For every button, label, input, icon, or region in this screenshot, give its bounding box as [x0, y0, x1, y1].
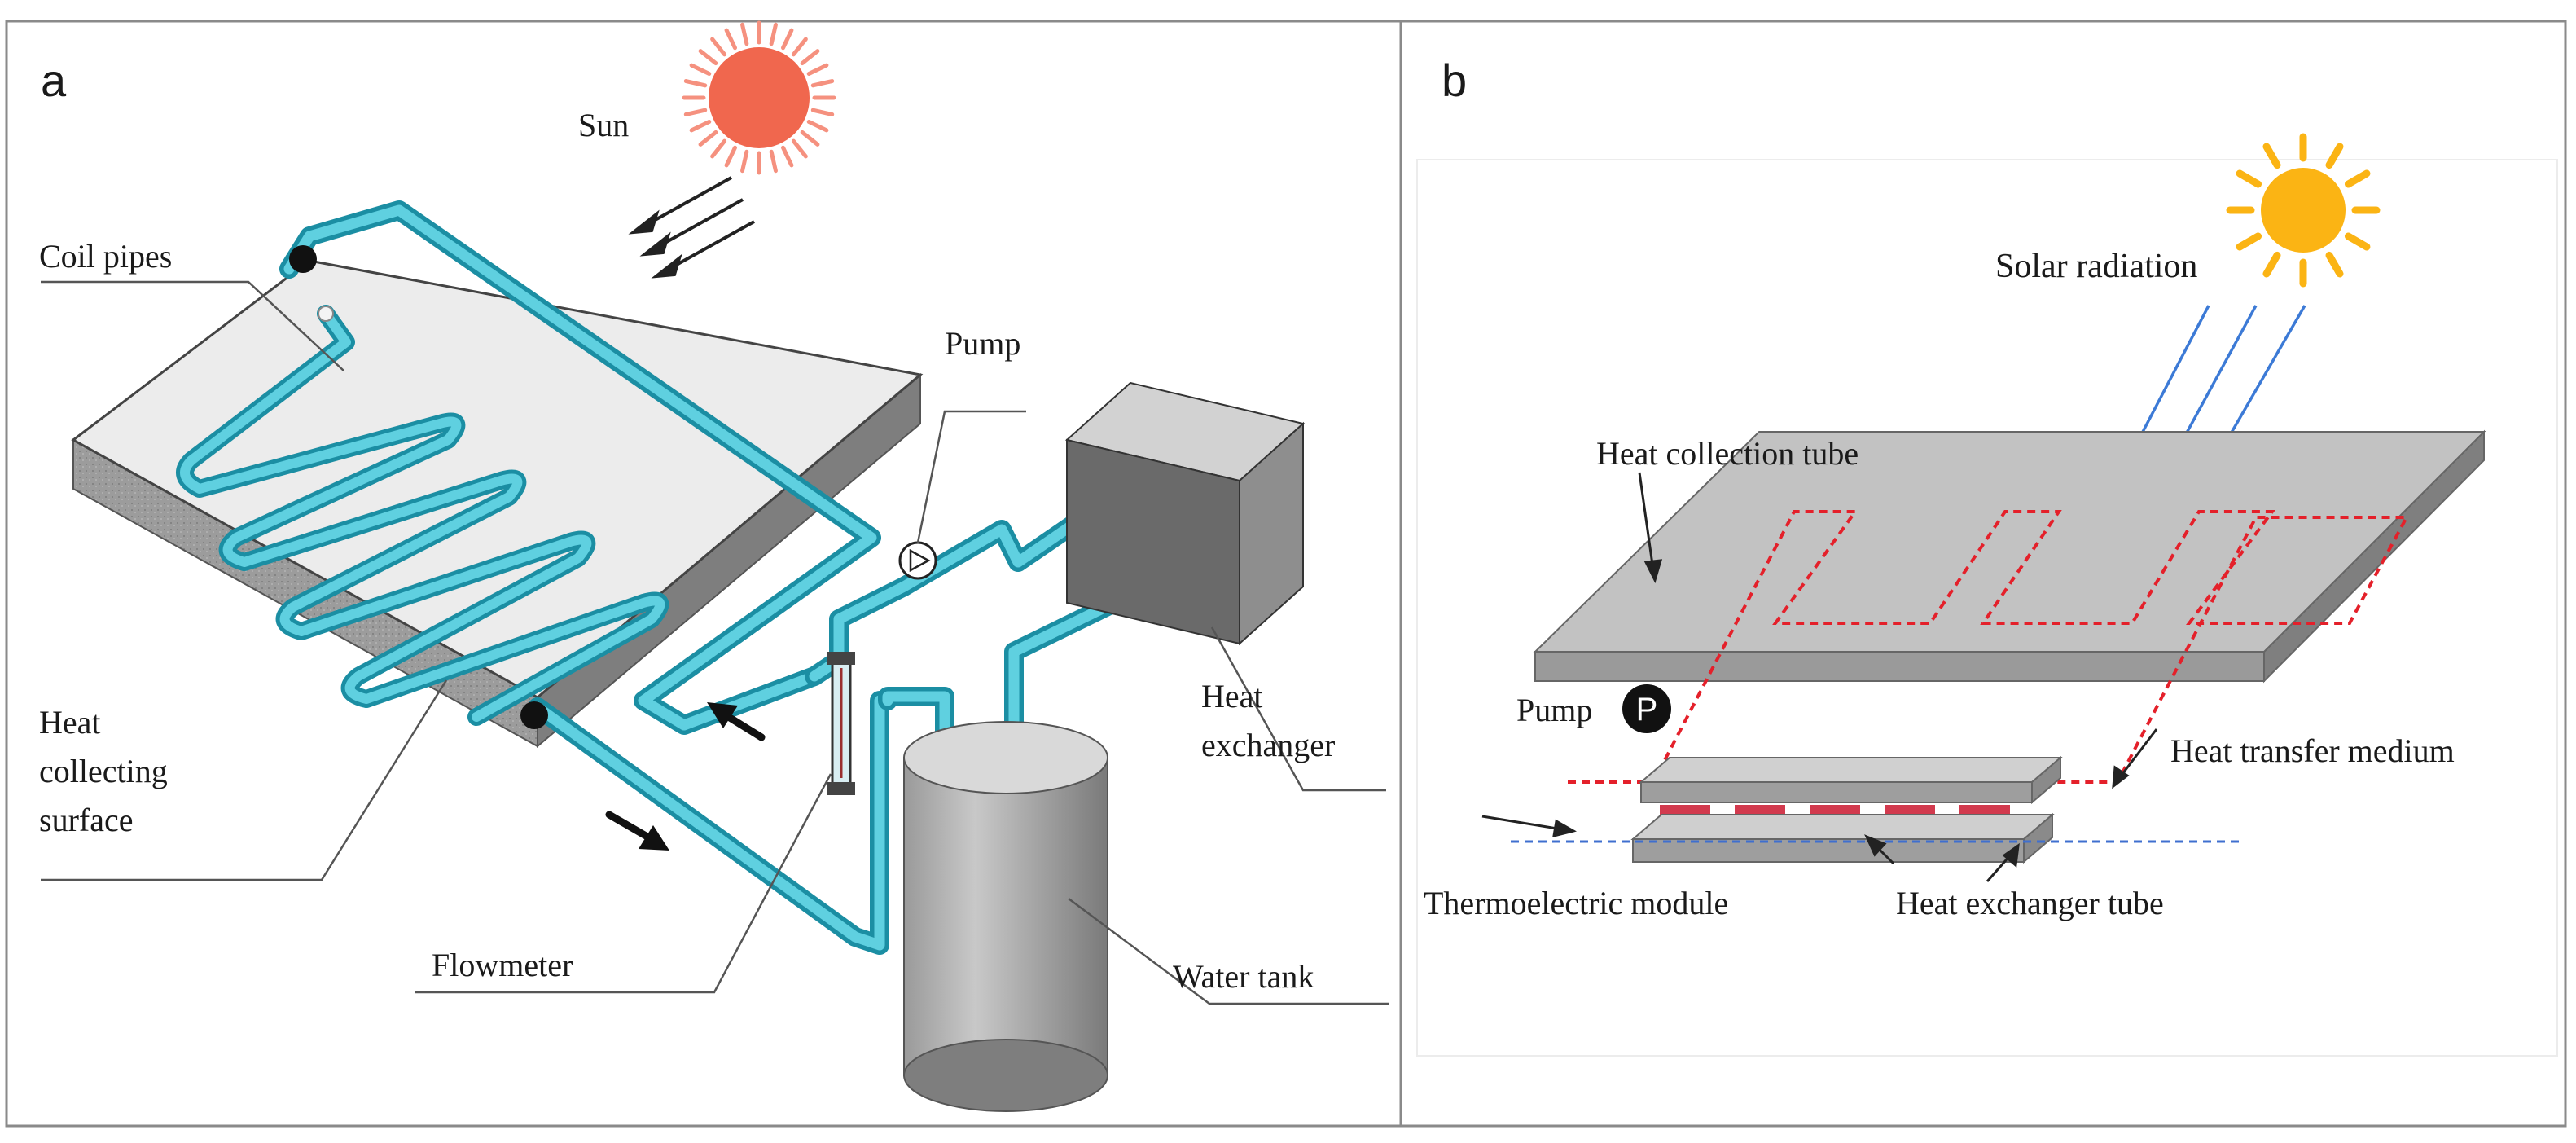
heat-exchanger-label-line2: exchanger: [1201, 727, 1335, 763]
sun-ray: [769, 22, 778, 46]
pump-badge-letter: P: [1636, 692, 1658, 728]
sun-ray: [2236, 169, 2262, 188]
heat-exchanger-box: [1064, 381, 1306, 646]
sun-label: Sun: [578, 107, 629, 143]
flowmeter-label: Flowmeter: [432, 947, 573, 983]
sun-ray: [740, 22, 749, 46]
pump-icon: [898, 541, 937, 580]
heat-collection-tube-dashed: [1568, 510, 2410, 784]
panel-b-diagram: P Solar radiation Heat collection tube P…: [1416, 133, 2558, 1057]
sun-ray: [2325, 143, 2344, 169]
sun-icon-b: [2226, 133, 2381, 288]
sun-ray: [710, 37, 727, 57]
heat-collection-tube-label: Heat collection tube: [1596, 435, 1858, 472]
sun-ray: [810, 79, 835, 88]
sun-ray: [698, 130, 718, 147]
sun-ray: [791, 37, 808, 57]
sun-ray: [710, 138, 727, 159]
sun-ray: [2236, 232, 2262, 251]
water-tank: [903, 721, 1108, 1112]
panel-b-frame: [1399, 20, 2567, 1128]
sun-ray: [806, 120, 829, 133]
heat-exchanger-tube-label: Heat exchanger tube: [1896, 885, 2164, 921]
flowmeter-icon: [827, 652, 855, 795]
thermoelectric-module-label: Thermoelectric module: [1424, 885, 1728, 921]
pump-badge-icon: P: [1622, 684, 1671, 733]
heat-collecting-label-line2: collecting: [39, 753, 168, 789]
sun-ray: [689, 63, 712, 76]
sun-ray: [683, 79, 708, 88]
sun-ray: [724, 145, 737, 168]
sun-disc: [2261, 168, 2346, 253]
heat-exchanger-label-line1: Heat: [1201, 678, 1263, 714]
thermoelectric-element: [1735, 805, 1785, 816]
panel-b-letter: b: [1442, 55, 1467, 106]
sun-ray: [724, 28, 737, 51]
sun-ray: [740, 149, 749, 174]
solar-radiation-label: Solar radiation: [1995, 248, 2197, 285]
thermoelectric-module: [1630, 755, 2063, 864]
pump-label: Pump: [945, 325, 1020, 362]
coil-pipes: [176, 305, 669, 726]
sun-ray: [2325, 251, 2344, 278]
sun-ray: [806, 63, 829, 76]
sun-ray: [683, 108, 708, 116]
leader-arrows-b: [1481, 472, 2158, 882]
leader-lines-a: [41, 280, 1389, 1005]
panel-a-diagram: Sun Coil pipes Pump Heat exchanger Heat …: [39, 20, 1389, 1112]
sun-ray: [800, 49, 820, 66]
heat-transfer-medium-label: Heat transfer medium: [2170, 732, 2455, 769]
sun-ray: [810, 108, 835, 116]
sun-ray: [791, 138, 808, 159]
heat-collecting-label-line1: Heat: [39, 704, 101, 741]
sun-ray-arrows: [628, 176, 755, 279]
sun-ray: [781, 145, 794, 168]
sun-ray: [2344, 169, 2371, 188]
panel-a-letter: a: [41, 55, 67, 106]
sun-disc: [709, 47, 810, 148]
thermoelectric-element: [1810, 805, 1860, 816]
sun-ray: [2262, 251, 2281, 278]
heat-collecting-label-line3: surface: [39, 802, 133, 838]
sun-icon: [682, 20, 836, 175]
water-tank-label: Water tank: [1173, 958, 1314, 995]
sun-ray: [2262, 143, 2281, 169]
junction-dot-top: [289, 245, 317, 273]
panel-b-inner-box: [1416, 159, 2558, 1057]
flow-arrows: [605, 702, 766, 851]
heat-collection-plate: [1533, 429, 2486, 684]
coil-pipes-label: Coil pipes: [39, 238, 172, 275]
sun-ray: [2344, 232, 2371, 251]
sun-ray: [800, 130, 820, 147]
thermoelectric-element: [1959, 805, 2010, 816]
pump-label-b: Pump: [1516, 692, 1592, 728]
sun-ray: [698, 49, 718, 66]
junction-dot-bottom: [520, 701, 548, 729]
sun-ray: [689, 120, 712, 133]
sun-ray: [781, 28, 794, 51]
thermoelectric-element: [1660, 805, 1710, 816]
sun-ray: [769, 149, 778, 174]
thermoelectric-element: [1885, 805, 1935, 816]
